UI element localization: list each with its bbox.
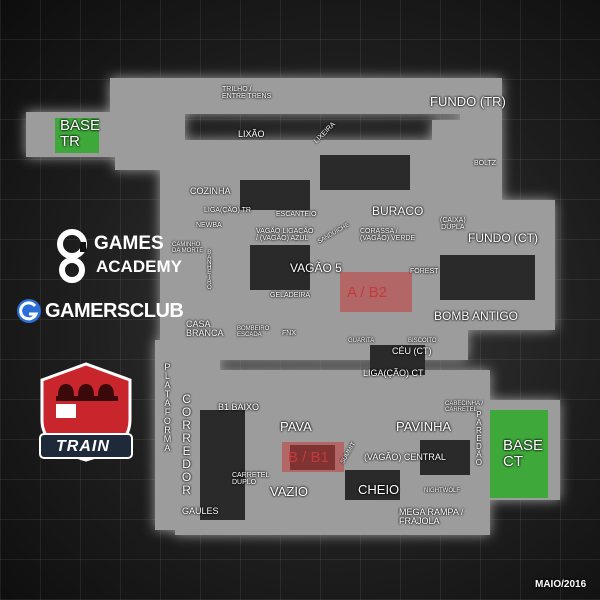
callout-forest: FOREST	[410, 268, 439, 275]
callout-escanteio: ESCANTEIO	[276, 211, 317, 218]
callout-caminho-da-morte: CAMINHO DA MORTE	[172, 242, 204, 255]
callout-nightwolf: NIGHTWOLF	[424, 488, 460, 494]
callout-mega-rampa: MEGA RAMPA / FRAJOLA	[399, 507, 464, 527]
callout-liga-ct: LIGA(ÇÃO) CT	[363, 368, 424, 378]
games-academy-logo: GAMES ACADEMY	[52, 228, 182, 288]
callout-vazio: VAZIO	[270, 484, 309, 499]
callout-pava: PAVA	[280, 419, 312, 434]
callout-b1-baixo: B1 BAIXO	[218, 402, 260, 412]
callout-fnx: FNX	[282, 330, 296, 337]
callout-bomb-antigo: BOMB ANTIGO	[434, 309, 519, 323]
callout-newba: NEWBA	[196, 222, 222, 229]
callout-vagao5: VAGÃO 5	[290, 261, 342, 275]
callout-banheiro: BANHEIRO	[206, 250, 213, 290]
callout-caixa-dupla: (CAIXA) DUPLA	[440, 217, 466, 232]
callout-carretel-duplo: CARRETEL DUPLO	[232, 472, 270, 487]
gamersclub-icon	[17, 299, 41, 323]
gamersclub-logo: GAMERSCLUB	[16, 298, 184, 328]
bombsite-b-area	[282, 442, 344, 472]
callout-base-ct: BASE CT	[503, 437, 544, 470]
callout-gaules: GAULES	[182, 506, 219, 516]
bombsite-b-label: B / B1	[288, 449, 329, 466]
callout-cozinha: COZINHA	[190, 186, 231, 196]
bombsite-a-area	[340, 272, 412, 312]
spawn-base-tr	[55, 118, 99, 153]
callout-guarita: GUARITA	[348, 338, 375, 344]
spawn-base-ct	[490, 410, 548, 498]
games-academy-line1: GAMES	[94, 233, 164, 254]
gamersclub-text: GAMERSCLUB	[45, 300, 184, 322]
callout-cabecinha: CABECINHA / CARRETEL	[445, 401, 484, 414]
callout-geladeira: GELADEIRA	[270, 292, 311, 299]
callout-biscoito: BISCOITO	[408, 338, 437, 344]
callout-ceu-ct: CÉU (CT)	[392, 346, 432, 356]
train-badge: TRAIN	[36, 360, 136, 466]
callout-base-tr: BASE TR	[60, 117, 101, 150]
callout-vagao-central: (VAGÃO) CENTRAL	[364, 452, 446, 462]
floor-areas	[26, 78, 560, 535]
callout-liga-tr: LIGA(ÇÃO) TR	[204, 207, 251, 214]
callout-boltz: BOLTZ	[474, 160, 497, 167]
callout-paredao: PAREDÃO	[474, 410, 484, 466]
games-academy-line2: ACADEMY	[96, 257, 182, 276]
map-date: MAIO/2016	[535, 579, 587, 590]
callout-lixao: LIXÃO	[238, 129, 265, 139]
callout-trilho: TRILHO / ENTRE TRENS	[222, 86, 272, 101]
callout-fundo-tr: FUNDO (TR)	[430, 94, 506, 109]
callout-plataforma: PLATAFORMA	[162, 362, 173, 452]
games-academy-icon	[57, 229, 87, 283]
callout-pavinha: PAVINHA	[396, 419, 452, 434]
callout-buraco: BURACO	[372, 204, 424, 218]
callout-fundo-ct: FUNDO (CT)	[468, 231, 538, 245]
callout-vagao-ligacao: VAGÃO LIGAÇÃO / (VAGÃO) AZUL	[256, 228, 314, 243]
train-badge-text: TRAIN	[56, 438, 110, 455]
callout-corassa: CORASSA / (VAGÃO) VERDE	[360, 228, 416, 243]
wall-blocks	[200, 155, 535, 520]
callout-cheio: CHEIO	[358, 482, 400, 497]
train-badge-emblem	[39, 362, 133, 462]
callout-casa-branca: CASA BRANCA	[186, 319, 224, 339]
bombsite-a-label: A / B2	[347, 284, 388, 301]
callout-bombeiro: BOMBEIRO ESCADA	[237, 326, 270, 339]
callout-corredor: CORREDOR	[179, 392, 194, 496]
